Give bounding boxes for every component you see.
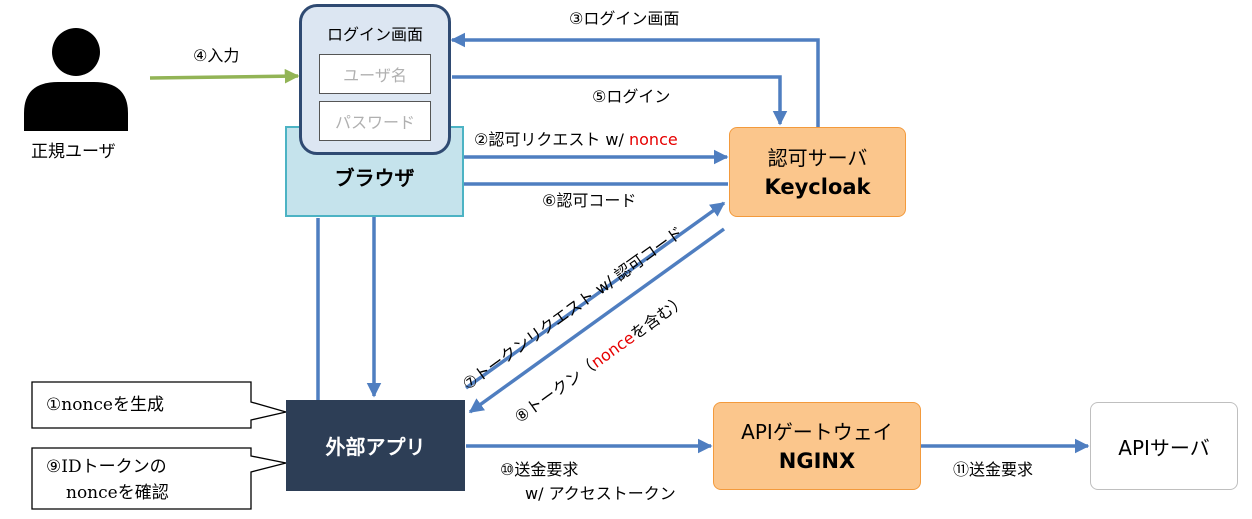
step10-label-line1: ⑩送金要求 xyxy=(500,460,579,479)
step3-label: ③ログイン画面 xyxy=(569,9,680,28)
api-gateway-box: APIゲートウェイ NGINX xyxy=(713,402,921,490)
arrow-step7 xyxy=(464,201,726,390)
auth-server-box: 認可サーバ Keycloak xyxy=(729,127,906,217)
login-window-title: ログイン画面 xyxy=(326,25,423,44)
api-gateway-name: APIゲートウェイ xyxy=(741,420,893,444)
external-app-label: 外部アプリ xyxy=(325,435,426,459)
login-window: ログイン画面 ユーザ名 パスワード xyxy=(299,4,451,155)
step4-label: ④入力 xyxy=(193,46,240,65)
step9-callout-line1: ⑨IDトークンの xyxy=(46,457,167,477)
arrow-step5 xyxy=(452,75,788,126)
username-field[interactable]: ユーザ名 xyxy=(319,54,431,94)
auth-server-name: 認可サーバ xyxy=(767,146,868,170)
callout-step9-shape xyxy=(31,447,287,510)
step5-label: ⑤ログイン xyxy=(592,87,671,106)
step9-callout-line2: nonceを確認 xyxy=(66,483,169,503)
external-app-box: 外部アプリ xyxy=(286,400,465,491)
browser-label: ブラウザ xyxy=(334,166,415,190)
auth-server-product: Keycloak xyxy=(764,175,871,199)
step6-label: ⑥認可コード xyxy=(542,191,637,210)
step2-nonce: nonce xyxy=(629,130,678,149)
arrow-step6-b xyxy=(366,185,462,398)
api-gateway-product: NGINX xyxy=(778,449,856,473)
person-icon xyxy=(24,28,128,131)
step10-label-line2: w/ アクセストークン xyxy=(525,484,676,503)
arrow-step8 xyxy=(468,227,726,414)
step1-callout: ①nonceを生成 xyxy=(46,395,164,415)
password-field[interactable]: パスワード xyxy=(319,101,431,141)
step11-label: ⑪送金要求 xyxy=(953,460,1034,479)
arrow-step4 xyxy=(149,68,300,84)
api-server-label: APIサーバ xyxy=(1118,435,1210,460)
step2-text: ②認可リクエスト w/ xyxy=(474,130,629,149)
callout-step1-shape xyxy=(31,381,287,429)
step2-label: ②認可リクエスト w/ nonce xyxy=(474,132,678,148)
api-server-box: APIサーバ xyxy=(1090,402,1238,490)
arrow-step3 xyxy=(450,32,820,128)
user-label: 正規ユーザ xyxy=(31,142,116,162)
